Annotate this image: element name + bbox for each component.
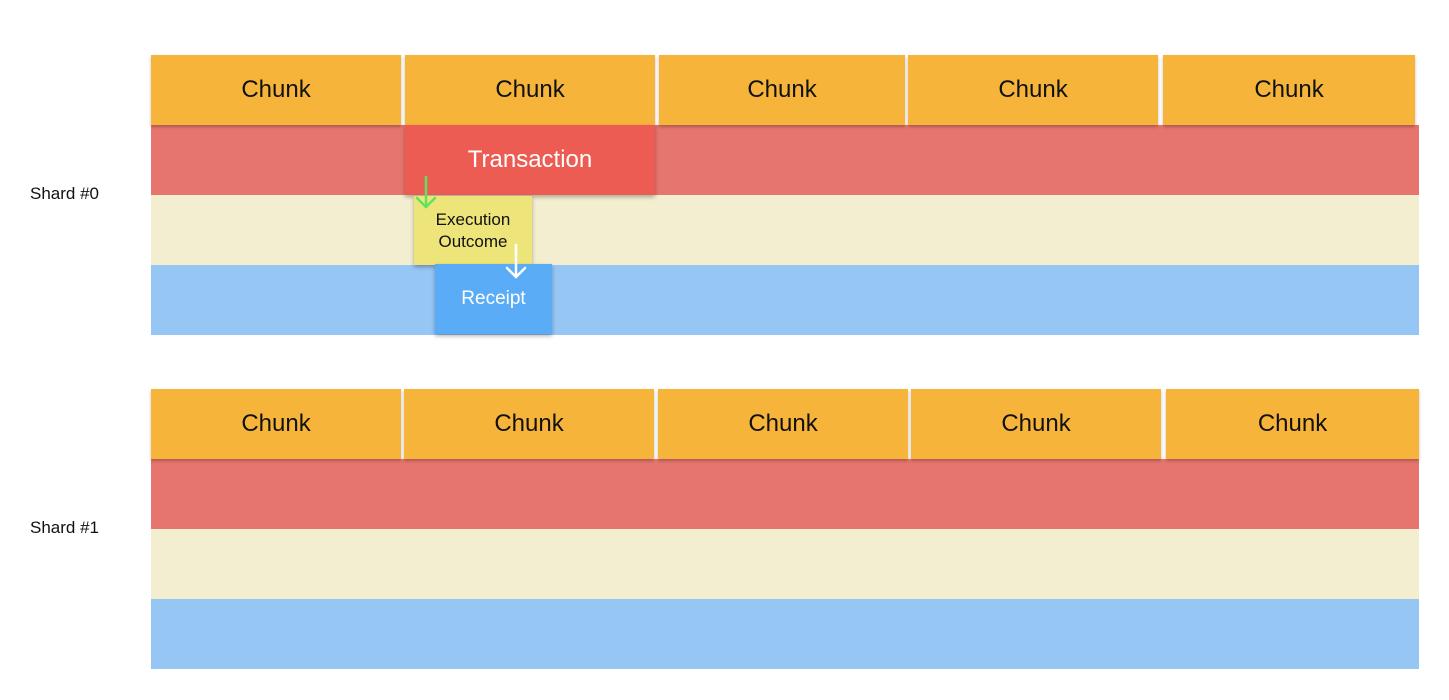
flow-arrows [415, 175, 527, 279]
outcome-to-receipt-arrow [505, 243, 527, 279]
execution-outcome-band [151, 195, 1419, 265]
chunk: Chunk [1166, 389, 1419, 459]
chunk: Chunk [659, 55, 905, 125]
tx-to-outcome-arrow [415, 175, 437, 209]
chunk-row: Chunk Chunk Chunk Chunk Chunk [151, 55, 1419, 125]
chunk: Chunk [908, 55, 1158, 125]
chunk: Chunk [658, 389, 908, 459]
chunk: Chunk [151, 55, 401, 125]
execution-outcome-line-1: Execution [435, 209, 511, 229]
receipt-node: Receipt [435, 264, 552, 334]
chunk: Chunk [911, 389, 1161, 459]
shard-0-lane: Chunk Chunk Chunk Chunk Chunk Transactio… [151, 55, 1419, 335]
shard-1-label: Shard #1 [30, 518, 99, 537]
transaction-band [151, 125, 1419, 195]
chunk: Chunk [151, 389, 401, 459]
chunk: Chunk [405, 55, 655, 125]
chunk-row: Chunk Chunk Chunk Chunk Chunk [151, 389, 1419, 459]
execution-outcome-line-2: Outcome [438, 231, 508, 251]
chunk: Chunk [404, 389, 654, 459]
receipt-band [151, 265, 1419, 335]
shard-0-label: Shard #0 [30, 184, 99, 203]
receipt-band [151, 599, 1419, 669]
transaction-band [151, 459, 1419, 529]
execution-outcome-band [151, 529, 1419, 599]
execution-outcome-node: Execution Outcome [414, 196, 532, 265]
shard-1-lane: Chunk Chunk Chunk Chunk Chunk [151, 389, 1419, 669]
transaction-node: Transaction [405, 125, 655, 195]
chunk: Chunk [1163, 55, 1415, 125]
